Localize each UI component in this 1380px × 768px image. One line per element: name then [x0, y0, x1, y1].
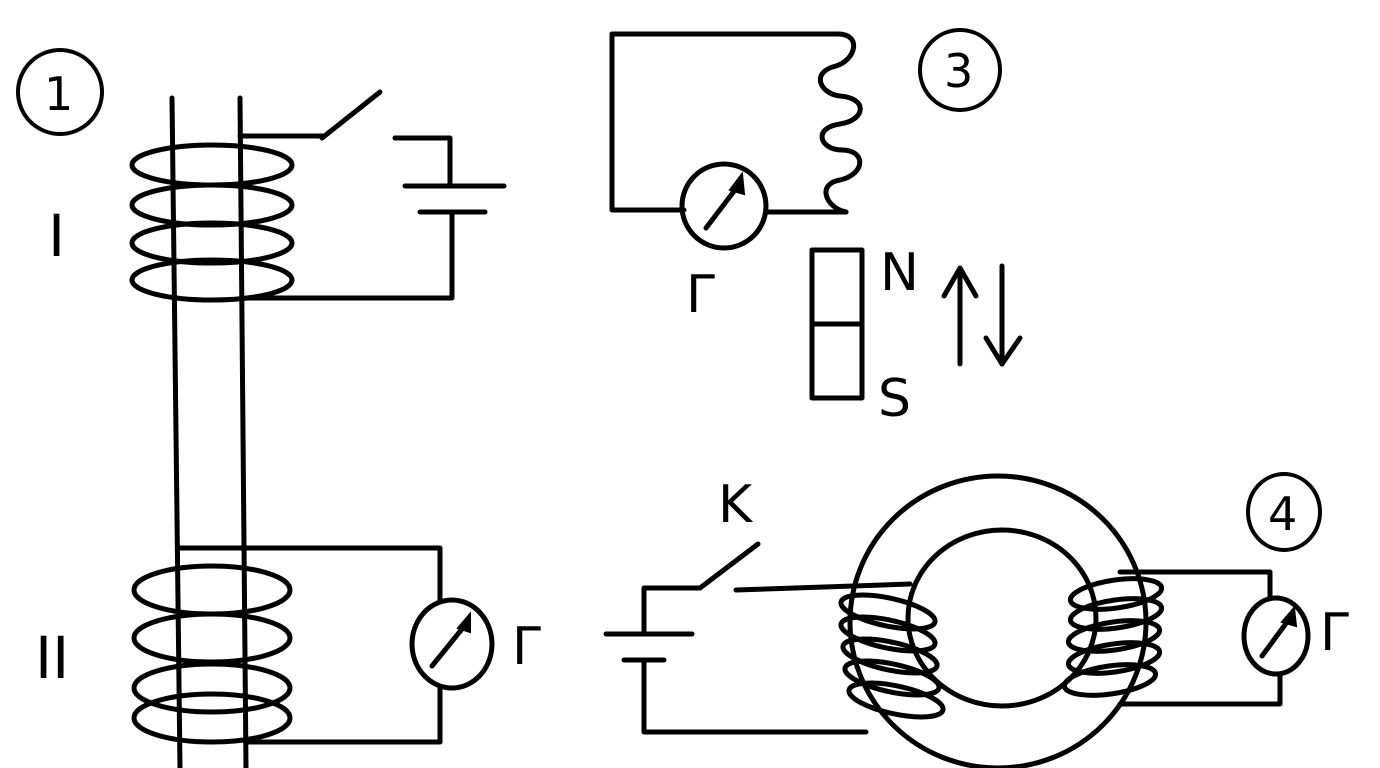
switch-K-label: K — [718, 475, 754, 535]
circuit-II — [177, 545, 495, 745]
magnet-north-label: N — [880, 243, 919, 303]
core-left-edge — [169, 95, 183, 768]
toroid-inner — [905, 527, 1099, 709]
coil-I-label: I — [48, 202, 65, 270]
galvanometer-1-label: Г — [512, 617, 544, 677]
coil-I — [129, 142, 295, 303]
diagram-4: 4 K — [603, 472, 1352, 768]
coil-II — [131, 563, 293, 745]
magnet-south-label: S — [878, 369, 911, 429]
diagram-3-number: 3 — [944, 44, 973, 98]
coil-II-label: II — [35, 624, 69, 692]
motion-arrows — [941, 263, 1023, 367]
loop-3-wire — [609, 31, 841, 213]
primary-circuit — [603, 581, 913, 735]
secondary-circuit — [1117, 569, 1311, 707]
bar-magnet — [809, 247, 865, 401]
switch-K — [697, 541, 761, 591]
galvanometer-4 — [1241, 595, 1311, 677]
diagram-1-number-circle — [16, 48, 104, 136]
diagram-1: 1 I II — [16, 48, 544, 768]
diagram-3: 3 Г N S — [609, 28, 1023, 429]
secondary-coil — [1061, 576, 1165, 698]
diagram-4-number-circle — [1246, 472, 1322, 552]
galvanometer-1 — [409, 597, 495, 691]
galvanometer-4-label: Г — [1320, 603, 1352, 663]
diagram-3-number-circle — [918, 28, 1002, 112]
galvanometer-3-label: Г — [686, 265, 718, 325]
primary-coil — [838, 592, 946, 720]
galvanometer-3 — [679, 161, 769, 251]
diagram-1-number: 1 — [44, 67, 73, 121]
coil-3 — [817, 31, 863, 215]
circuit-I — [237, 89, 507, 301]
switch-open — [319, 89, 383, 141]
core-right-edge — [237, 95, 249, 768]
diagram-4-number: 4 — [1268, 487, 1297, 541]
